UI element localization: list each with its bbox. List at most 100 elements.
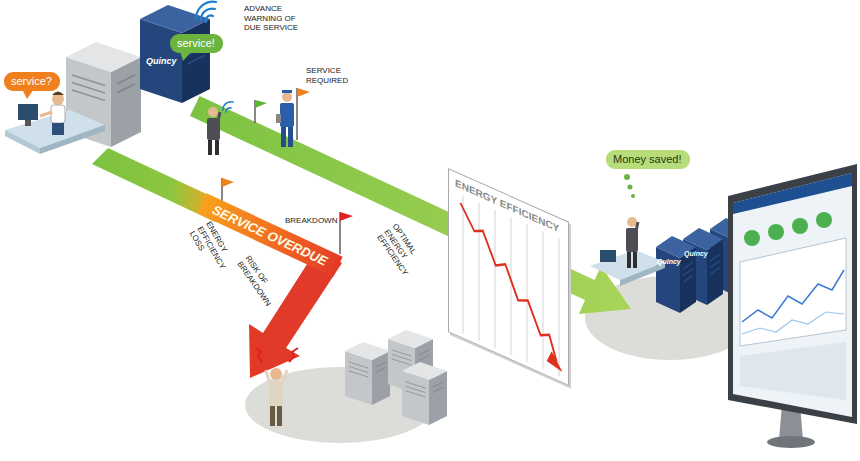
monitor-part: [742, 270, 844, 322]
green-path-band: [92, 148, 215, 222]
grid-line: [510, 217, 511, 355]
decline-line: [460, 203, 556, 362]
stressed-figure-part: [270, 368, 282, 380]
milestone-flag-part: [222, 178, 234, 187]
milestone-label: SERVICE REQUIRED: [306, 66, 360, 85]
milestone-flag: [297, 88, 310, 140]
technician-figure-part: [281, 127, 286, 147]
speech-bubble: service!: [170, 34, 223, 53]
milestone-label: RISK OF BREAKDOWN: [235, 254, 283, 311]
monitor-part: [768, 224, 784, 240]
milestone-label: BREAKDOWN: [285, 216, 337, 226]
chart-panel: ENERGY EFFICIENCY: [448, 168, 569, 386]
stressed-figure-part: [289, 348, 298, 362]
desk-worker-part: [627, 252, 631, 268]
desk-worker-part: [51, 105, 65, 123]
desk-worker-part: [5, 130, 40, 154]
milestone-flag: [255, 100, 267, 123]
node-text: service!: [177, 37, 216, 50]
stressed-figure-part: [269, 381, 283, 406]
monitor-part: [816, 212, 832, 228]
stressed-figure: [256, 348, 298, 426]
broken-compressors: [345, 330, 447, 425]
compressor-group-part: [656, 236, 696, 313]
speech-bubble: service?: [4, 72, 60, 91]
monitor-part: [728, 164, 857, 424]
wifi-symbol-part: [223, 102, 233, 110]
decline-arrowhead: [547, 349, 562, 372]
grid-line: [478, 203, 479, 341]
desk-worker-part: [627, 217, 637, 227]
manager-figure-part: [218, 112, 220, 121]
manager-figure-part: [208, 107, 218, 117]
thought-dots-part: [631, 194, 635, 198]
monitor-part: [740, 342, 846, 400]
desk-worker-part: [590, 250, 665, 280]
monitor-part: [767, 436, 815, 448]
technician-figure-part: [280, 103, 294, 127]
technician-figure-part: [282, 92, 292, 102]
stressed-figure-part: [256, 348, 262, 362]
wifi-symbol-part: [196, 2, 216, 18]
manager-figure-part: [207, 118, 220, 140]
monitor-part: [733, 173, 852, 417]
monitor-part: [744, 230, 760, 246]
grid-line: [542, 231, 543, 369]
monitor-part: [742, 312, 844, 334]
desk-worker-part: [626, 228, 638, 252]
technician-figure-part: [276, 114, 281, 123]
monitor-part: [733, 173, 852, 214]
broken-compressors-part: [402, 362, 447, 425]
milestone-flag-part: [340, 212, 353, 221]
monitor: [728, 164, 857, 448]
technician-figure-part: [288, 127, 293, 147]
desk-worker-part: [18, 104, 38, 120]
milestone-label: OPTIMAL ENERGY EFFICIENCY: [374, 222, 433, 289]
desk-worker-part: [600, 250, 616, 262]
milestone-flag: [222, 178, 234, 203]
thought-dots: [624, 174, 635, 198]
milestone-flag-part: [255, 100, 267, 108]
node-text: SERVICE OVERDUE: [210, 202, 330, 268]
milestone-flag: [340, 212, 353, 254]
stressed-figure-part: [277, 406, 282, 426]
desk-worker-part: [40, 125, 105, 154]
desk-worker-part: [633, 252, 637, 268]
grid-line: [462, 196, 463, 334]
wifi-symbol: [223, 102, 233, 112]
desk-worker-part: [620, 262, 665, 286]
milestone-label: ADVANCE WARNING OF DUE SERVICE: [244, 4, 302, 33]
milestone-flag-part: [297, 88, 310, 97]
desk-worker-part: [25, 120, 31, 126]
wifi-symbol-part: [201, 9, 215, 20]
speech-bubble: Money saved!: [606, 150, 690, 169]
stressed-figure-part: [270, 406, 275, 426]
brand-logo: Quincy: [684, 250, 708, 258]
node-text: service?: [11, 75, 53, 88]
desk-worker-part: [40, 112, 52, 116]
brand-logo: Quincy: [146, 56, 177, 67]
node-text: Money saved!: [613, 153, 683, 166]
desk-worker-part: [52, 123, 64, 135]
monitor-part: [792, 218, 808, 234]
grid-line: [526, 224, 527, 362]
node-text: ENERGY EFFICIENCY: [455, 177, 562, 236]
wifi-symbol-part: [206, 15, 213, 22]
technician-figure-part: [282, 90, 292, 93]
broken-compressors-part: [345, 342, 390, 405]
grid-line: [558, 238, 559, 376]
grid-line: [494, 210, 495, 348]
thought-dots-part: [624, 174, 630, 180]
technician-figure: [276, 90, 294, 147]
desk-worker: [5, 92, 105, 155]
wifi-symbol-part: [226, 108, 231, 112]
monitor-part: [740, 238, 846, 346]
manager-figure-part: [208, 140, 212, 155]
desk-worker-part: [636, 222, 638, 231]
manager-figure: [207, 107, 220, 155]
brand-logo: Quincy: [657, 258, 681, 266]
compressor-part: [140, 5, 210, 103]
desk-worker-part: [52, 92, 64, 96]
